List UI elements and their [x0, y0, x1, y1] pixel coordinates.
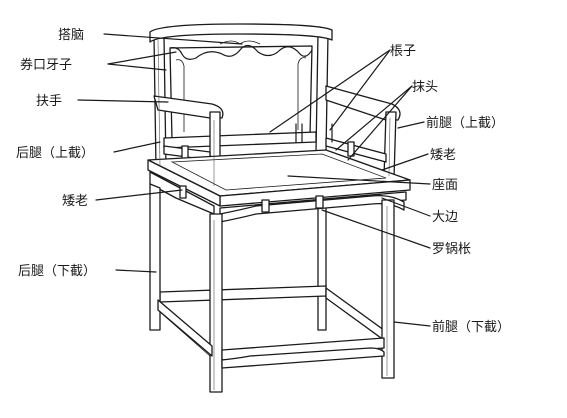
label-frame-edge: 大边 [432, 210, 458, 225]
seat-left-edge [147, 159, 221, 207]
luoguo-stretcher [219, 194, 405, 223]
rear-bottom-stretcher [159, 285, 327, 303]
labels: 搭脑 券口牙子 扶手 后腿（上截） 矮老 后腿（下截） 棖子 抹头 前腿（上截）… [16, 27, 510, 335]
front-lower-apron [221, 347, 385, 369]
label-guard-post: 棖子 [390, 43, 416, 59]
label-arch-apron: 券口牙子 [20, 57, 72, 73]
front-short-post-2 [315, 195, 324, 209]
label-luoguo-stretcher: 罗锅枨 [432, 241, 471, 257]
left-bottom-stretcher [157, 299, 213, 357]
label-seat-surface: 座面 [432, 178, 458, 193]
label-short-post-left: 矮老 [62, 194, 88, 209]
left-short-post [179, 185, 187, 199]
front-right-leg-lower [381, 199, 395, 379]
leader-lines [77, 33, 431, 327]
top-rail [149, 23, 333, 43]
label-back-leg-upper: 后腿（上截） [16, 146, 94, 161]
arch-apron [169, 44, 313, 60]
back-right-leg-lower [317, 199, 327, 331]
chair-drawing [147, 23, 411, 393]
label-front-leg-lower: 前腿（下截） [432, 319, 510, 335]
label-back-leg-lower: 后腿（下截） [18, 264, 96, 279]
front-footrest [221, 337, 385, 361]
label-rail-end: 抹头 [412, 80, 438, 95]
label-short-post-right: 矮老 [430, 148, 456, 163]
label-armrest: 扶手 [36, 94, 62, 109]
back-lower-rail [163, 131, 317, 149]
label-front-leg-upper: 前腿（上截） [426, 115, 504, 131]
back-panel [169, 45, 313, 141]
front-short-post-1 [261, 199, 270, 213]
label-top-rail: 搭脑 [58, 27, 84, 43]
back-left-leg-lower [149, 183, 161, 331]
front-left-leg-lower [209, 213, 223, 393]
